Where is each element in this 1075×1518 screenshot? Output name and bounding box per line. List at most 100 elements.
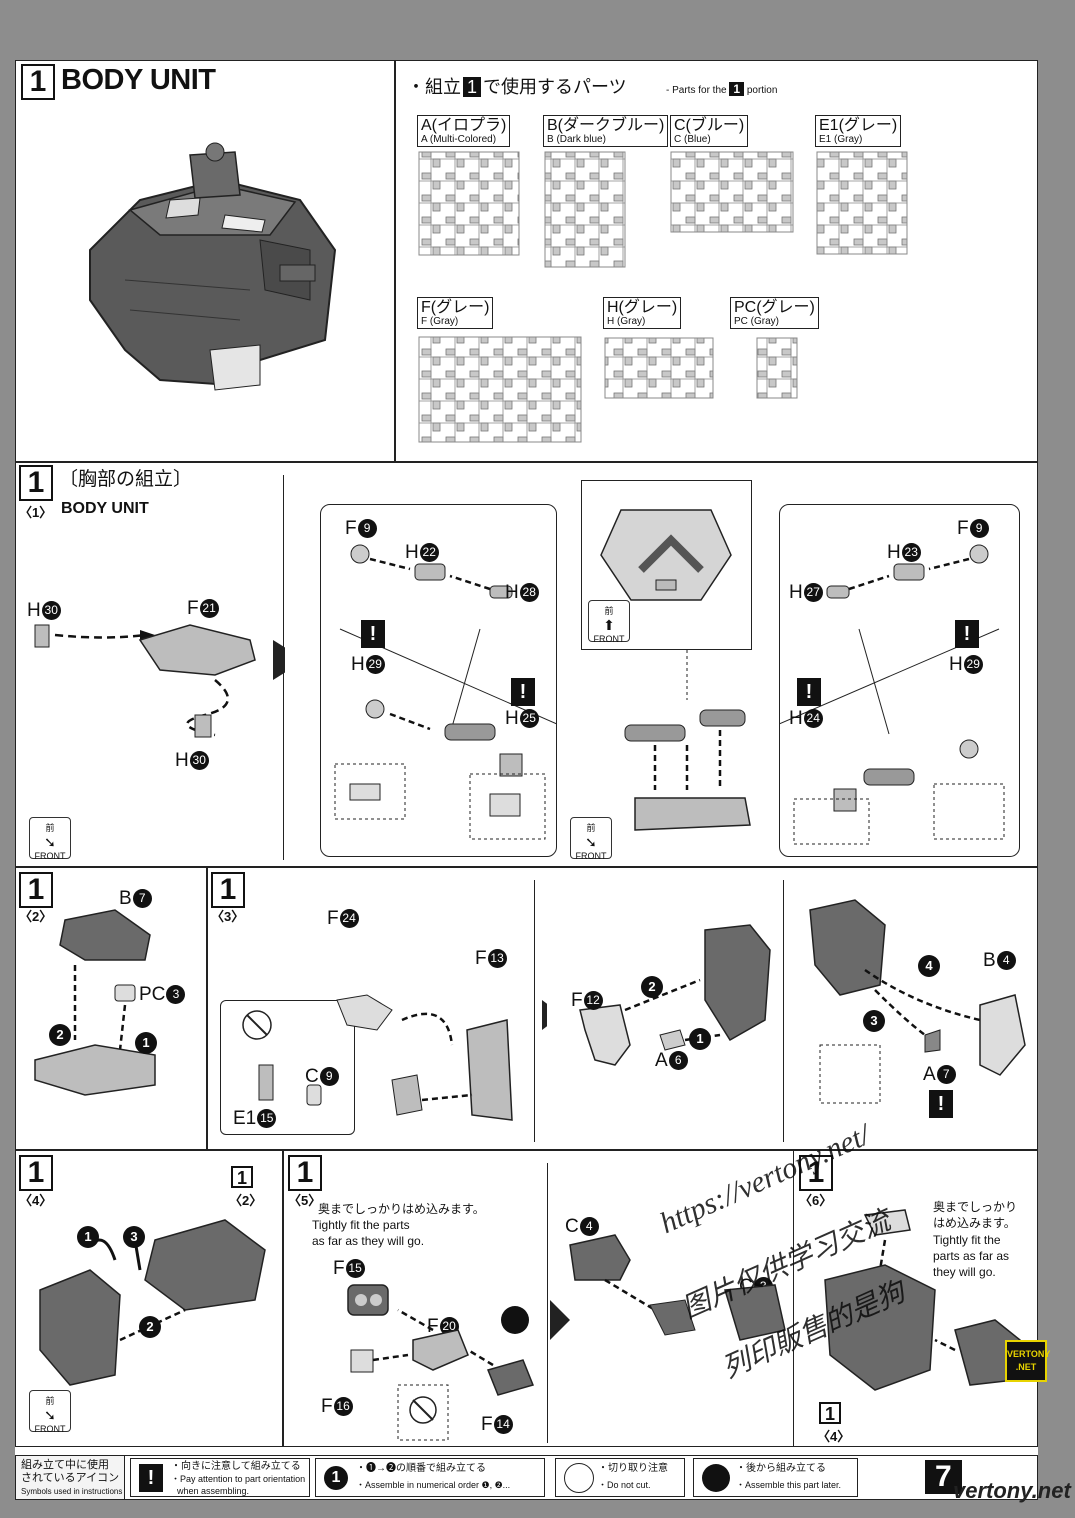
step6-diagram	[824, 1209, 1021, 1391]
runner-pc-label: PC(グレー)PC (Gray)	[730, 297, 819, 329]
front-indicator-left: 前➘FRONT	[29, 817, 71, 861]
order-2-icon: 2	[641, 976, 663, 998]
step1-center-diagram	[624, 650, 751, 831]
step5-sub: 〈5〉	[288, 1193, 322, 1208]
body-unit-illustration	[89, 142, 337, 391]
step6-note-en1: Tightly fit the	[933, 1233, 1001, 1247]
step5-divider	[547, 1163, 548, 1443]
step3-number: 1	[211, 872, 245, 908]
step6-panel-border	[793, 1150, 794, 1447]
runner-f-label: F(グレー)F (Gray)	[417, 297, 494, 329]
step4-number: 1	[19, 1155, 53, 1191]
step6-ref-number: 1	[819, 1402, 841, 1424]
watermark-badge: VERTONY.NET	[1005, 1340, 1050, 1382]
legend-item-later: ・後から組み立てる ・Assemble this part later.	[693, 1458, 858, 1497]
orientation-warning-icon: !	[955, 620, 979, 648]
step2-diagram	[34, 909, 156, 1096]
step3-diagram-c	[809, 899, 1026, 1104]
step5-note-en1: Tightly fit the parts	[312, 1218, 410, 1232]
step3-sub: 〈3〉	[211, 909, 245, 924]
step4-diagram	[39, 1219, 266, 1386]
step3-divider-a	[534, 880, 535, 1142]
order-2-icon: 2	[49, 1024, 71, 1046]
orientation-warning-icon: !	[139, 1464, 163, 1492]
step6-note-jp1: 奥までしっかり	[933, 1200, 1018, 1214]
step6-ref-sub: 〈4〉	[817, 1429, 851, 1444]
step4-ref-sub: 〈2〉	[229, 1193, 263, 1208]
step5-note-en2: as far as they will go.	[312, 1234, 425, 1248]
step4-sub: 〈4〉	[19, 1193, 53, 1208]
step6-note-en3: they will go.	[933, 1265, 996, 1279]
order-3-icon: 3	[863, 1010, 885, 1032]
step5-number: 1	[288, 1155, 322, 1191]
order-1-icon: 1	[689, 1028, 711, 1050]
order-2-icon: 2	[139, 1316, 161, 1338]
order-4-icon: 4	[918, 955, 940, 977]
orientation-warning-icon: !	[511, 678, 535, 706]
step5-diagram	[347, 1284, 535, 1441]
page-title: BODY UNIT	[61, 64, 216, 96]
legend-item-order: 1 ・❶→❷の順番で組み立てる ・Assemble in numerical o…	[315, 1458, 545, 1497]
step6-sub: 〈6〉	[799, 1193, 833, 1208]
step4-ref-number: 1	[231, 1166, 253, 1188]
runner-h-label: H(グレー)H (Gray)	[603, 297, 682, 329]
step5-diagram-b	[550, 1234, 786, 1341]
order-icon: 1	[324, 1466, 348, 1490]
step1-left-diagram	[34, 624, 285, 738]
orientation-warning-icon: !	[797, 678, 821, 706]
runner-sprues	[418, 151, 908, 443]
front-indicator-step4: 前➘FRONT	[29, 1390, 71, 1434]
runner-e1-label: E1(グレー)E1 (Gray)	[815, 115, 902, 147]
step3-divider-b	[783, 880, 784, 1142]
page-number: 7	[925, 1460, 962, 1494]
watermark-footer: vertony.net	[953, 1478, 1071, 1503]
step2-number: 1	[19, 872, 53, 908]
step6-number: 1	[799, 1155, 833, 1191]
front-indicator-center-bottom: 前➘FRONT	[570, 817, 612, 861]
step1-front-view	[600, 509, 732, 601]
step1-sub: 〈1〉	[19, 505, 53, 520]
runner-b-label: B(ダークブルー)B (Dark blue)	[543, 115, 669, 147]
order-1-icon: 1	[77, 1226, 99, 1248]
step1-detail-right-diagram	[779, 544, 1005, 845]
assemble-later-icon	[702, 1464, 730, 1492]
step1-detail-left-diagram	[334, 544, 557, 840]
do-not-cut-icon	[564, 1463, 594, 1493]
front-indicator-center: 前⬆FRONT	[588, 600, 630, 644]
orientation-warning-icon: !	[361, 620, 385, 648]
orientation-warning-icon: !	[929, 1090, 953, 1118]
legend-item-nocut: ・切り取り注意 ・Do not cut.	[555, 1458, 685, 1497]
legend-title: 組み立て中に使用 されているアイコン Symbols used in instr…	[15, 1455, 125, 1500]
runner-c-label: C(ブルー)C (Blue)	[670, 115, 749, 147]
step5-note-jp: 奥までしっかりはめ込みます。	[318, 1202, 485, 1216]
step2-sub: 〈2〉	[19, 909, 53, 924]
